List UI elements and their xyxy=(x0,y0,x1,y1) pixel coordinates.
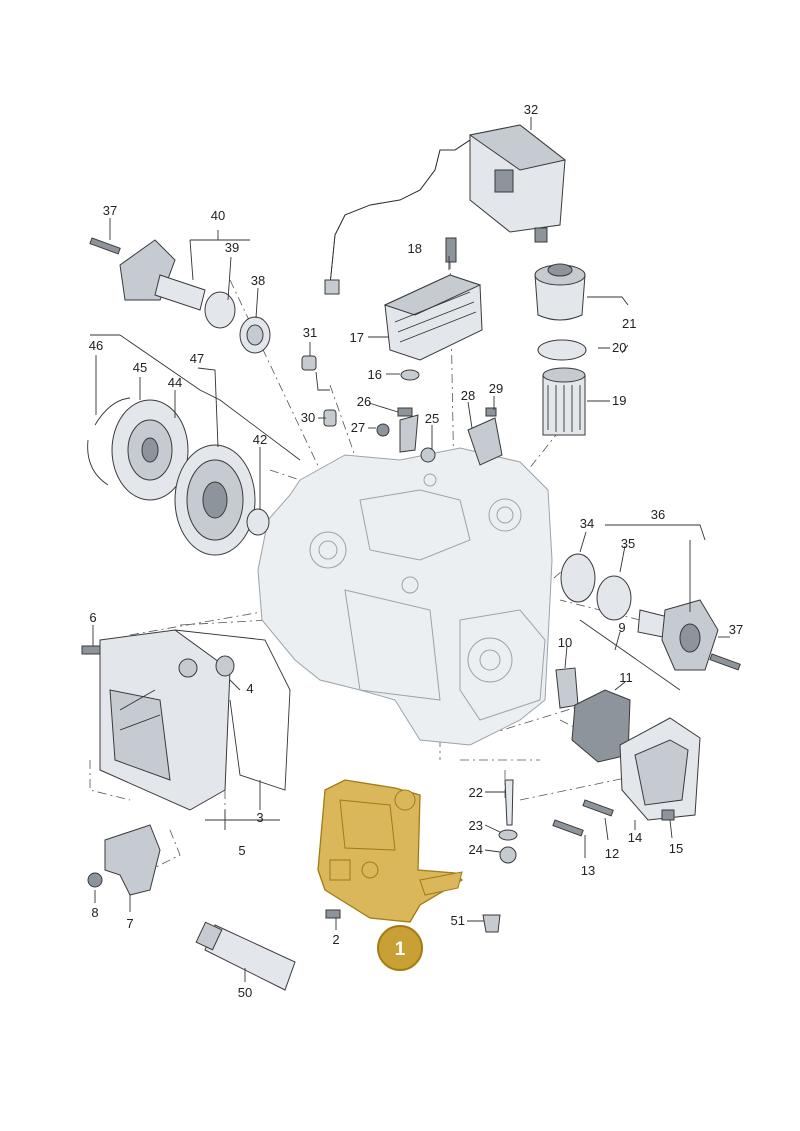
label-18: 18 xyxy=(408,241,422,256)
callout-label-1: 1 xyxy=(395,939,406,960)
label-45: 45 xyxy=(133,360,147,375)
label-40: 40 xyxy=(211,208,225,223)
label-26: 26 xyxy=(357,394,371,409)
label-23: 23 xyxy=(469,818,483,833)
label-2: 2 xyxy=(332,932,339,947)
label-46: 46 xyxy=(89,338,103,353)
label-19: 19 xyxy=(612,393,626,408)
label-37-right: 37 xyxy=(729,622,743,637)
part-40-flange-shaft xyxy=(89,237,271,354)
part-17-oil-cooler xyxy=(383,237,483,381)
label-36: 36 xyxy=(651,507,665,522)
parts-9-15-right-cover xyxy=(552,619,701,837)
label-12: 12 xyxy=(605,846,619,861)
label-15: 15 xyxy=(669,841,683,856)
label-13: 13 xyxy=(581,863,595,878)
label-37-left: 37 xyxy=(103,203,117,218)
label-21: 21 xyxy=(622,316,636,331)
label-11: 11 xyxy=(619,670,633,685)
label-4: 4 xyxy=(246,681,253,696)
transmission-housing xyxy=(257,447,553,746)
label-9: 9 xyxy=(618,620,625,635)
part-19-21-oil-filter xyxy=(534,263,587,436)
label-6: 6 xyxy=(89,610,96,625)
label-28: 28 xyxy=(461,388,475,403)
callout-badge-1[interactable]: 1 xyxy=(377,925,423,971)
label-35: 35 xyxy=(621,536,635,551)
label-3: 3 xyxy=(256,810,263,825)
leader-lines xyxy=(90,117,730,982)
label-29: 29 xyxy=(489,381,503,396)
label-42: 42 xyxy=(253,432,267,447)
parts-34-37-right-flange xyxy=(560,553,741,671)
label-20: 20 xyxy=(612,340,626,355)
label-39: 39 xyxy=(225,240,239,255)
label-24: 24 xyxy=(469,842,483,857)
label-7: 7 xyxy=(126,916,133,931)
label-22: 22 xyxy=(469,785,483,800)
label-50: 50 xyxy=(238,985,252,1000)
label-8: 8 xyxy=(91,905,98,920)
label-47: 47 xyxy=(190,351,204,366)
part-32-breather xyxy=(324,124,567,295)
part-3-6-side-cover xyxy=(81,629,291,811)
part-2-bolt xyxy=(325,909,341,919)
label-17: 17 xyxy=(350,330,364,345)
parts-30-31 xyxy=(301,355,337,427)
part-44-47-clutch-assembly xyxy=(87,397,270,556)
label-10: 10 xyxy=(558,635,572,650)
parts-25-29 xyxy=(376,407,503,466)
part-51-clip xyxy=(482,914,501,933)
label-51: 51 xyxy=(451,913,465,928)
label-32: 32 xyxy=(524,102,538,117)
label-31: 31 xyxy=(303,325,317,340)
label-16: 16 xyxy=(368,367,382,382)
label-44: 44 xyxy=(168,375,182,390)
label-34: 34 xyxy=(580,516,594,531)
label-38: 38 xyxy=(251,273,265,288)
part-50-sealant-tube xyxy=(195,921,296,991)
part-1-mechatronic-unit-highlighted xyxy=(317,779,464,923)
parts-22-24 xyxy=(498,779,518,864)
label-5: 5 xyxy=(238,843,245,858)
label-14: 14 xyxy=(628,830,642,845)
part-number-labels: 32 37 40 39 38 18 31 17 16 21 20 19 46 4… xyxy=(89,102,743,1000)
part-7-8-bracket xyxy=(87,824,161,896)
label-25: 25 xyxy=(425,411,439,426)
label-27: 27 xyxy=(351,420,365,435)
label-30: 30 xyxy=(301,410,315,425)
